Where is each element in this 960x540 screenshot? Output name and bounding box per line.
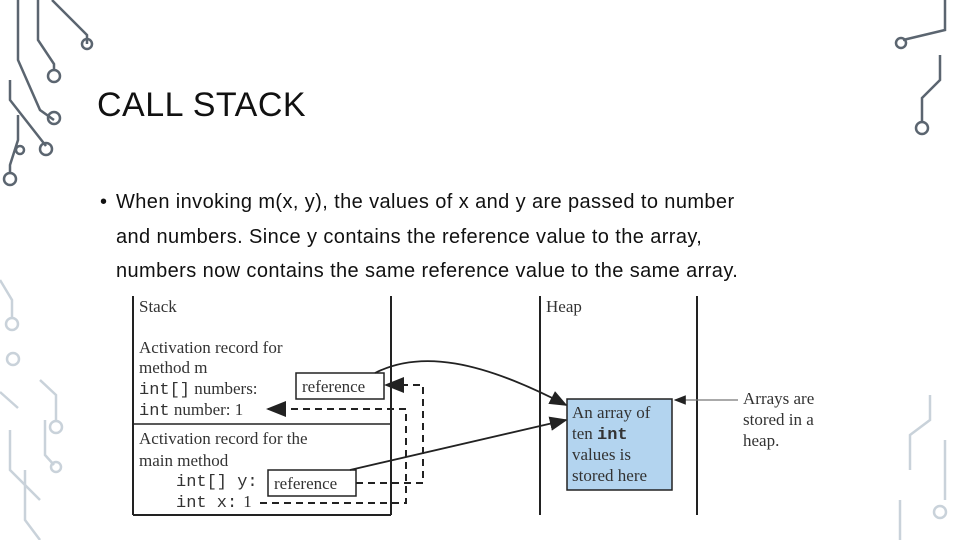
bullet-line-1: When invoking m(x, y), the values of x a… [116,191,735,213]
frame-main-title-2: main method [139,451,229,470]
array-line-1: An array of [572,403,651,422]
y-reference-label: reference [274,474,337,493]
arrow-y-ref-to-array [349,416,568,471]
note-line-3: heap. [743,431,779,450]
bullet-line-3: numbers now contains the same reference … [116,260,739,282]
numbers-type: int[] [139,381,190,400]
array-line-2-int: int [597,426,628,445]
array-line-2-prefix: ten [572,424,597,443]
array-line-3: values is [572,445,631,464]
dashed-arrow-y-to-numbers [356,377,424,484]
x-declaration: int x: 1 [176,492,252,513]
stack-label: Stack [139,297,177,316]
frame-m-title-1: Activation record for [139,338,283,357]
number-name: number: 1 [170,400,244,419]
number-type: int [139,402,170,421]
numbers-reference-label: reference [302,377,365,396]
number-declaration: int number: 1 [139,400,243,421]
numbers-name: numbers: [190,379,258,398]
numbers-reference-box [295,372,385,400]
bullet-line-2: and numbers. Since y contains the refere… [116,225,703,248]
x-decl: int x: [176,494,237,513]
frame-main-title-1: Activation record for the [139,429,308,448]
bullet-dot: • [100,191,108,213]
x-value: 1 [243,492,252,511]
note-line-2: stored in a [743,410,814,429]
y-declaration: int[] y: [176,473,258,492]
heap-label: Heap [546,297,582,316]
frame-m-title-2: method m [139,358,207,377]
heap-array-box [566,398,673,491]
array-line-4: stored here [572,466,647,485]
slide-title: CALL STACK [97,86,307,124]
array-line-2: ten int [572,424,628,445]
numbers-declaration: int[] numbers: [139,379,258,400]
y-reference-box [267,469,357,497]
dashed-arrow-x-to-number [260,401,407,504]
note-line-1: Arrays are [743,389,814,408]
arrow-numbers-ref-to-array [374,360,568,406]
bullet-paragraph: • When invoking m(x, y), the values of x… [100,185,860,289]
